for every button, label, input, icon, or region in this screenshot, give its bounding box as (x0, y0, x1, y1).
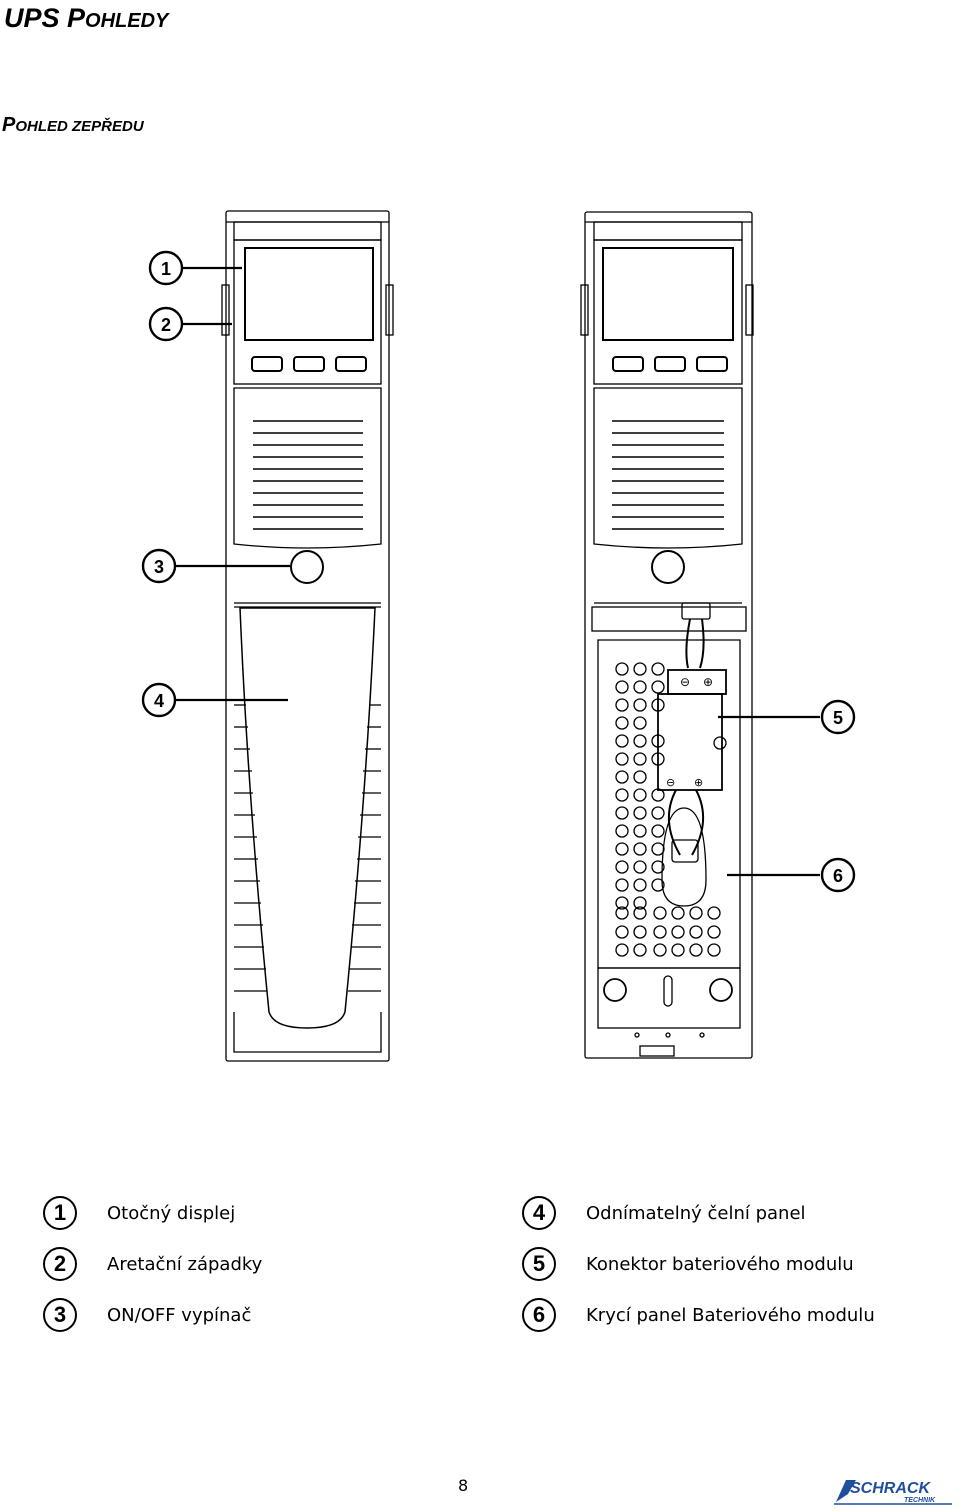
legend-label: Konektor bateriového modulu (586, 1253, 854, 1275)
callout-6: 6 (820, 857, 856, 893)
side-ribs-left (234, 704, 267, 992)
page-title: UPS POHLEDY (4, 3, 169, 33)
legend-item-1: 1 Otočný displej (43, 1196, 235, 1230)
callout-5-label: 5 (833, 708, 843, 728)
legend: 1 Otočný displej 2 Aretační západky 3 ON… (0, 1190, 960, 1350)
section-title: POHLED ZEPŘEDU (2, 114, 144, 136)
legend-label: Aretační západky (107, 1253, 263, 1275)
ventilation-grille (253, 420, 363, 530)
side-ribs-right (348, 704, 381, 992)
logo-main-text: SCHRACK (850, 1480, 931, 1497)
legend-item-5: 5 Konektor bateriového modulu (522, 1247, 854, 1281)
legend-item-6: 6 Krycí panel Bateriového modulu (522, 1298, 875, 1332)
legend-label: ON/OFF vypínač (107, 1304, 252, 1326)
legend-number: 1 (43, 1196, 77, 1230)
battery-connector: ⊖ ⊕ ⊖ ⊕ (657, 618, 727, 907)
page-number: 8 (458, 1476, 469, 1495)
ups-front-view-diagram: ⊖ ⊕ ⊖ ⊕ 1 2 3 (141, 210, 856, 1062)
legend-item-3: 3 ON/OFF vypínač (43, 1298, 251, 1332)
legend-label: Krycí panel Bateriového modulu (586, 1304, 875, 1326)
callout-3-label: 3 (154, 557, 164, 577)
legend-item-4: 4 Odnímatelný čelní panel (522, 1196, 806, 1230)
svg-text:⊕: ⊕ (703, 675, 713, 689)
ups-left-front-panel-attached (221, 210, 394, 1062)
legend-item-2: 2 Aretační západky (43, 1247, 262, 1281)
callout-2: 2 (148, 306, 184, 342)
battery-cover-holes (615, 662, 721, 957)
callout-3: 3 (141, 548, 177, 584)
legend-number: 2 (43, 1247, 77, 1281)
callout-5: 5 (820, 699, 856, 735)
svg-text:⊕: ⊕ (694, 776, 703, 789)
legend-number: 3 (43, 1298, 77, 1332)
legend-number: 4 (522, 1196, 556, 1230)
legend-number: 5 (522, 1247, 556, 1281)
callout-4: 4 (141, 682, 177, 718)
callout-6-label: 6 (833, 866, 843, 886)
legend-label: Otočný displej (107, 1202, 236, 1224)
callout-2-label: 2 (161, 315, 171, 335)
callout-1-label: 1 (161, 259, 171, 279)
callout-1: 1 (148, 250, 184, 286)
legend-label: Odnímatelný čelní panel (586, 1202, 806, 1224)
schrack-technik-logo: SCHRACK TECHNIK (834, 1480, 952, 1505)
callout-leaders (176, 266, 820, 877)
ups-right-battery-exposed: ⊖ ⊕ ⊖ ⊕ (580, 211, 754, 1059)
callout-4-label: 4 (154, 691, 164, 711)
logo-sub-text: TECHNIK (904, 1497, 936, 1504)
legend-number: 6 (522, 1298, 556, 1332)
svg-text:⊖: ⊖ (680, 675, 690, 689)
svg-text:⊖: ⊖ (666, 776, 675, 789)
